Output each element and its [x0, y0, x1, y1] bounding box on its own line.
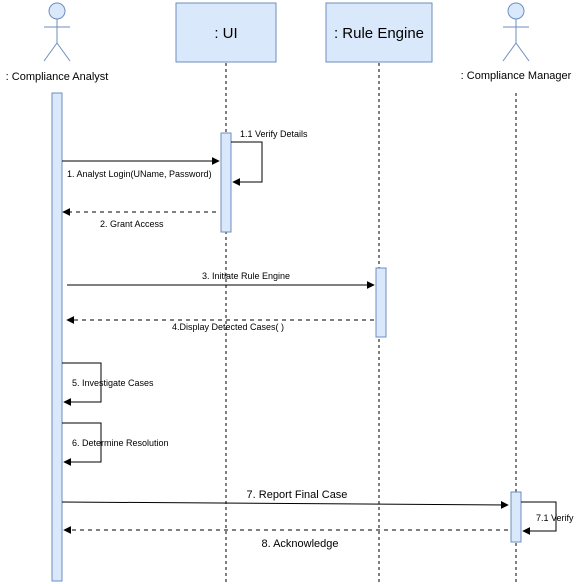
message-3-label: 3. Initiate Rule Engine	[202, 271, 290, 281]
message-5-label: 5. Investigate Cases	[72, 378, 154, 388]
message-6-label: 6. Determine Resolution	[72, 438, 169, 448]
activation-analyst	[51, 92, 63, 582]
object-ui-box	[175, 2, 277, 63]
message-5-arrow	[62, 362, 102, 406]
message-2-label: 2. Grant Access	[100, 219, 164, 229]
message-7-1-label: 7.1 Verify	[536, 513, 574, 523]
message-7-arrow	[61, 500, 509, 509]
message-8-label: 8. Acknowledge	[261, 538, 338, 550]
actor-compliance-manager-icon	[502, 2, 530, 62]
activation-rule-engine	[375, 267, 387, 338]
message-6-arrow	[62, 422, 102, 466]
actor-compliance-analyst-label: : Compliance Analyst	[6, 71, 109, 83]
object-rule-engine-box	[325, 2, 433, 63]
message-1-1-label: 1.1 Verify Details	[240, 129, 308, 139]
message-1-1-arrow	[231, 141, 263, 186]
object-rule-engine-label: : Rule Engine	[334, 25, 424, 42]
activation-ui	[220, 132, 232, 233]
message-7-label: 7. Report Final Case	[247, 489, 348, 501]
message-7-1-arrow	[521, 501, 557, 535]
actor-compliance-analyst-icon	[43, 2, 71, 62]
activation-manager	[510, 491, 522, 543]
message-4-label: 4.Display Detected Cases( )	[172, 322, 284, 332]
actor-compliance-manager-label: : Compliance Manager	[461, 70, 572, 82]
message-1-label: 1. Analyst Login(UName, Password)	[67, 169, 212, 179]
object-ui-label: : UI	[214, 25, 237, 42]
